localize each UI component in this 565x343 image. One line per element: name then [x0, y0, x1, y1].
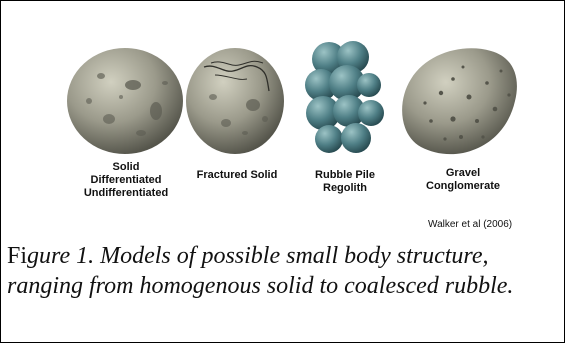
fractured-solid-body-image [186, 48, 284, 154]
solid-label-line-2: Differentiated [76, 174, 176, 187]
solid-body-label: Solid Differentiated Undifferentiated [76, 161, 176, 200]
caption-lead: Fi [7, 243, 27, 269]
solid-body-image [67, 48, 183, 154]
gravel-label-line-1: Gravel [413, 167, 513, 180]
figure-caption: Figure 1. Models of possible small body … [7, 241, 555, 301]
rubble-label-line-1: Rubble Pile [300, 169, 390, 182]
figure-credit: Walker et al (2006) [428, 219, 512, 230]
gravel-label-line-2: Conglomerate [413, 180, 513, 193]
solid-label-line-1: Solid [76, 161, 176, 174]
solid-label-line-3: Undifferentiated [76, 187, 176, 200]
gravel-conglomerate-label: Gravel Conglomerate [413, 167, 513, 193]
fractured-label-line-1: Fractured Solid [187, 169, 287, 182]
gravel-conglomerate-body-image [402, 48, 517, 154]
rubble-label-line-2: Regolith [300, 182, 390, 195]
rubble-pile-label: Rubble Pile Regolith [300, 169, 390, 195]
fractured-solid-label: Fractured Solid [187, 169, 287, 182]
caption-text: gure 1. Models of possible small body st… [7, 243, 513, 299]
rubble-pile-body-image [305, 41, 384, 153]
